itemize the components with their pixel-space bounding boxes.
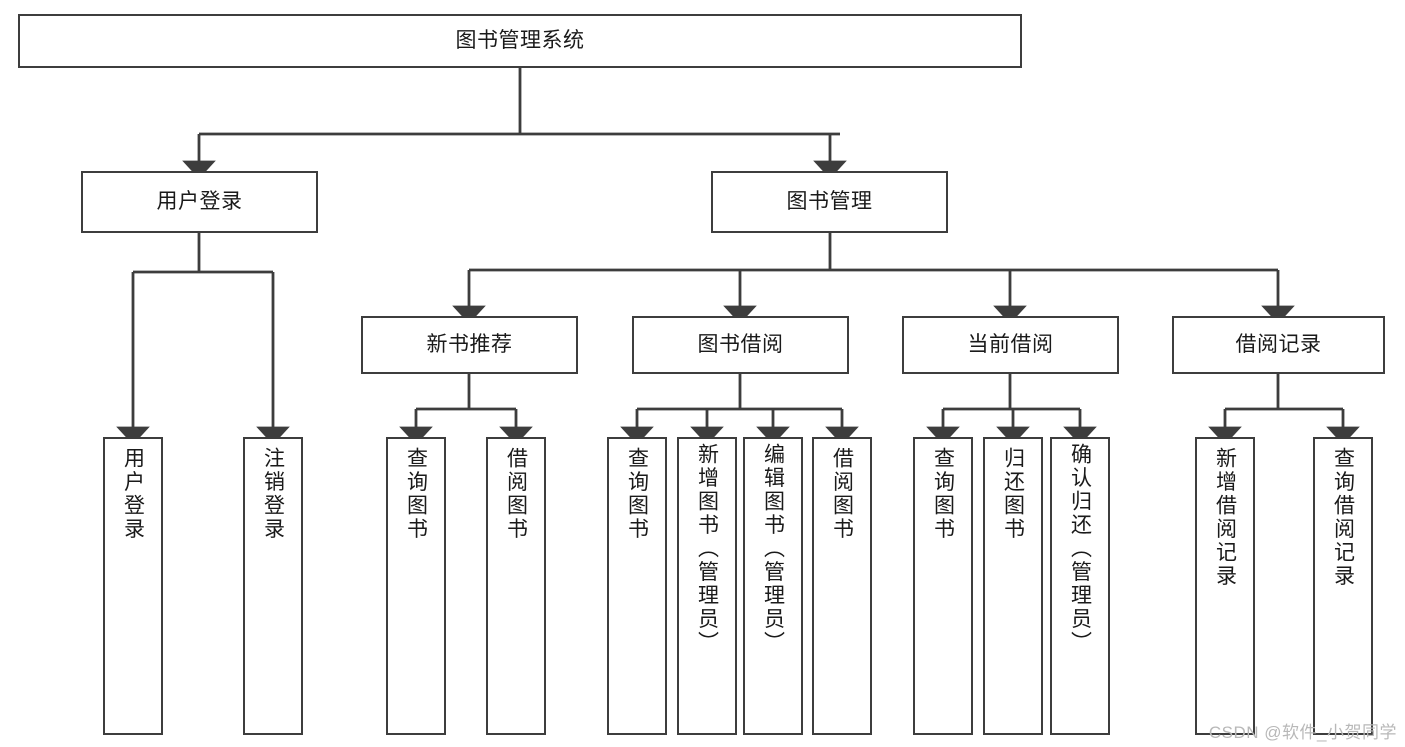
leaf-query-books-current-label: 查询图书 xyxy=(931,447,955,541)
node-root-label: 图书管理系统 xyxy=(455,29,585,53)
leaf-query-books-current[interactable]: 查询图书 xyxy=(913,437,973,735)
leaf-query-books-borrow[interactable]: 查询图书 xyxy=(607,437,667,735)
leaf-return-books[interactable]: 归还图书 xyxy=(983,437,1043,735)
node-book-borrow[interactable]: 图书借阅 xyxy=(632,316,849,374)
node-new-book-recommend-label: 新书推荐 xyxy=(426,333,513,357)
leaf-query-borrow-record[interactable]: 查询借阅记录 xyxy=(1313,437,1373,735)
leaf-query-borrow-record-label: 查询借阅记录 xyxy=(1331,447,1355,588)
leaf-add-book-admin[interactable]: 新增图书（管理员） xyxy=(677,437,737,735)
node-book-borrow-label: 图书借阅 xyxy=(697,333,784,357)
leaf-borrow-books-recommend[interactable]: 借阅图书 xyxy=(486,437,546,735)
leaf-logout-label: 注销登录 xyxy=(261,447,285,541)
watermark-text: CSDN @软件_小贺同学 xyxy=(1208,723,1397,742)
leaf-add-borrow-record[interactable]: 新增借阅记录 xyxy=(1195,437,1255,735)
leaf-query-books-recommend-label: 查询图书 xyxy=(404,447,428,541)
leaf-edit-book-admin[interactable]: 编辑图书（管理员） xyxy=(743,437,803,735)
leaf-user-login-label: 用户登录 xyxy=(121,447,145,541)
node-current-borrow-label: 当前借阅 xyxy=(967,333,1054,357)
leaf-add-borrow-record-label: 新增借阅记录 xyxy=(1213,447,1237,588)
leaf-add-book-admin-label: 新增图书（管理员） xyxy=(695,443,719,655)
leaf-query-books-recommend[interactable]: 查询图书 xyxy=(386,437,446,735)
leaf-borrow-books-recommend-label: 借阅图书 xyxy=(504,447,528,541)
node-current-borrow[interactable]: 当前借阅 xyxy=(902,316,1119,374)
leaf-query-books-borrow-label: 查询图书 xyxy=(625,447,649,541)
leaf-logout[interactable]: 注销登录 xyxy=(243,437,303,735)
leaf-user-login[interactable]: 用户登录 xyxy=(103,437,163,735)
node-root[interactable]: 图书管理系统 xyxy=(18,14,1022,68)
node-borrow-records[interactable]: 借阅记录 xyxy=(1172,316,1385,374)
leaf-edit-book-admin-label: 编辑图书（管理员） xyxy=(761,443,785,655)
leaf-return-books-label: 归还图书 xyxy=(1001,447,1025,541)
node-book-management-label: 图书管理 xyxy=(786,190,873,214)
leaf-confirm-return-admin[interactable]: 确认归还（管理员） xyxy=(1050,437,1110,735)
node-user-login[interactable]: 用户登录 xyxy=(81,171,318,233)
leaf-borrow-books[interactable]: 借阅图书 xyxy=(812,437,872,735)
node-book-management[interactable]: 图书管理 xyxy=(711,171,948,233)
leaf-confirm-return-admin-label: 确认归还（管理员） xyxy=(1068,443,1092,655)
node-borrow-records-label: 借阅记录 xyxy=(1235,333,1322,357)
node-new-book-recommend[interactable]: 新书推荐 xyxy=(361,316,578,374)
node-user-login-label: 用户登录 xyxy=(156,190,243,214)
leaf-borrow-books-label: 借阅图书 xyxy=(830,447,854,541)
